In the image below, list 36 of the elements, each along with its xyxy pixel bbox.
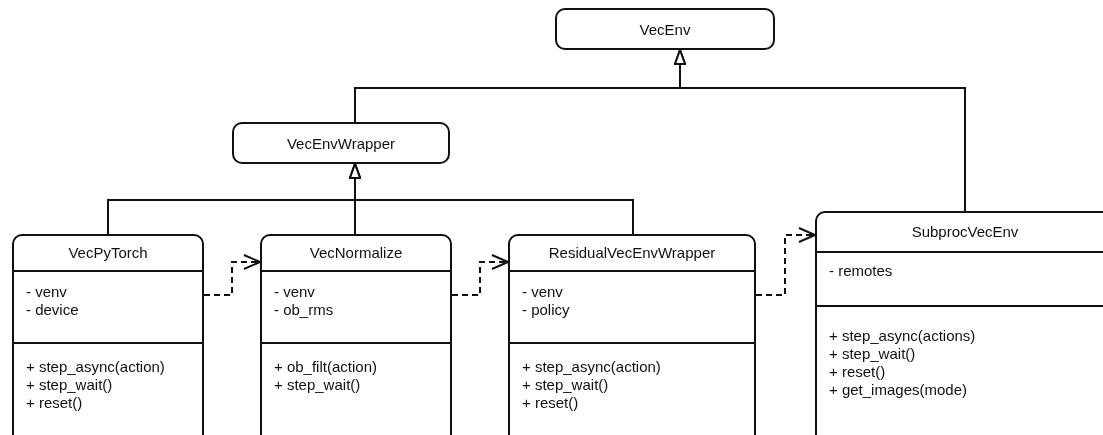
attribute-text: - venv <box>274 283 316 301</box>
method-text: + ob_filt(action) <box>274 358 378 376</box>
class-box <box>260 234 452 435</box>
dependency-arrow <box>755 227 816 296</box>
class-name: SubprocVecEnv <box>911 223 1019 241</box>
attribute-text: - policy <box>522 301 571 319</box>
class-box <box>12 234 204 435</box>
class-name: VecEnvWrapper <box>286 135 396 153</box>
class-name: VecEnv <box>639 21 691 39</box>
method-text: + step_async(action) <box>26 358 166 376</box>
attribute-text: - venv <box>26 283 68 301</box>
inheritance-arrow <box>674 49 966 212</box>
attribute-text: - remotes <box>829 262 894 280</box>
method-text: + step_wait() <box>522 376 610 394</box>
class-name: VecPyTorch <box>68 244 148 262</box>
attribute-text: - venv <box>522 283 564 301</box>
method-text: + reset() <box>26 394 84 412</box>
method-text: + get_images(mode) <box>829 381 968 399</box>
class-box <box>232 122 450 164</box>
class-box <box>555 8 775 50</box>
method-text: + reset() <box>522 394 580 412</box>
inheritance-arrow <box>349 163 634 235</box>
attribute-text: - ob_rms <box>274 301 335 319</box>
attribute-text: - device <box>26 301 80 319</box>
method-text: + step_wait() <box>829 345 917 363</box>
class-box <box>508 234 756 435</box>
method-text: + step_wait() <box>274 376 362 394</box>
method-text: + step_async(actions) <box>829 327 977 345</box>
class-box <box>815 211 1103 435</box>
method-text: + step_wait() <box>26 376 114 394</box>
dependency-arrow <box>203 254 261 296</box>
class-name: ResidualVecEnvWrapper <box>548 244 716 262</box>
method-text: + step_async(action) <box>522 358 662 376</box>
class-name: VecNormalize <box>309 244 403 262</box>
dependency-arrow <box>451 254 509 296</box>
method-text: + reset() <box>829 363 887 381</box>
